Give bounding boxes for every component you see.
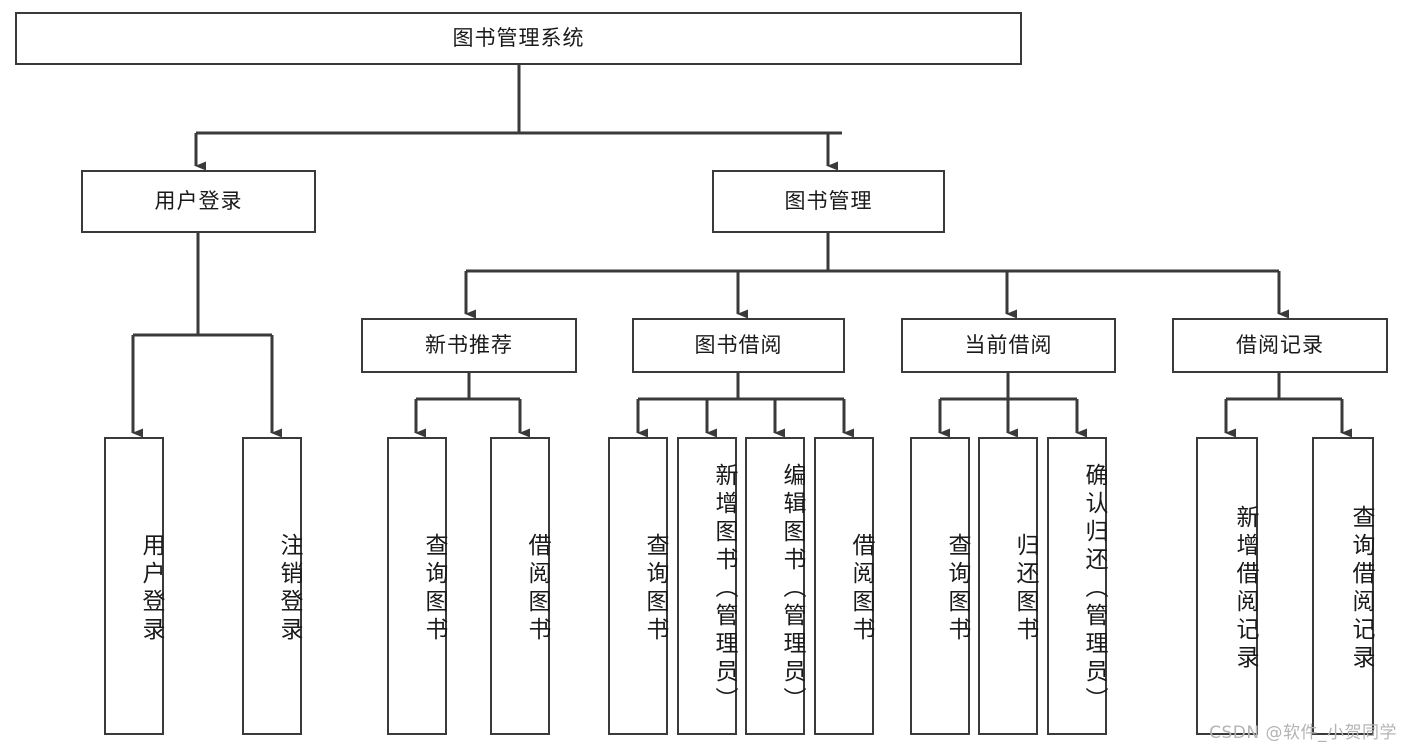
node-leaf-user-login-label: 用户登录 xyxy=(138,533,164,645)
node-leaf-query-book-current[interactable]: 查询图书 xyxy=(910,437,970,735)
node-book-management[interactable]: 图书管理 xyxy=(712,170,945,233)
node-leaf-edit-book-admin[interactable]: 编辑图书（管理员） xyxy=(745,437,805,735)
node-current-borrow[interactable]: 当前借阅 xyxy=(901,318,1116,373)
node-leaf-add-book-admin-label: 新增图书（管理员） xyxy=(711,463,737,715)
node-leaf-query-book-recommend[interactable]: 查询图书 xyxy=(387,437,447,735)
node-leaf-user-login[interactable]: 用户登录 xyxy=(104,437,164,735)
node-leaf-return-book-label: 归还图书 xyxy=(1012,533,1038,645)
node-borrow-record[interactable]: 借阅记录 xyxy=(1172,318,1388,373)
node-leaf-query-book-recommend-label: 查询图书 xyxy=(421,533,447,645)
node-leaf-add-borrow-record[interactable]: 新增借阅记录 xyxy=(1196,437,1258,735)
node-root-system[interactable]: 图书管理系统 xyxy=(15,12,1022,65)
node-new-book-recommend[interactable]: 新书推荐 xyxy=(361,318,577,373)
watermark-text: CSDN @软件_小贺同学 xyxy=(1209,723,1397,743)
node-book-management-label: 图书管理 xyxy=(784,188,873,213)
node-leaf-confirm-return-admin-label: 确认归还（管理员） xyxy=(1081,463,1107,715)
node-leaf-borrow-book-recommend[interactable]: 借阅图书 xyxy=(490,437,550,735)
node-leaf-add-borrow-record-label: 新增借阅记录 xyxy=(1232,505,1258,673)
node-user-login[interactable]: 用户登录 xyxy=(81,170,316,233)
node-leaf-edit-book-admin-label: 编辑图书（管理员） xyxy=(779,463,805,715)
node-leaf-logout-label: 注销登录 xyxy=(276,533,302,645)
node-root-system-label: 图书管理系统 xyxy=(452,25,585,50)
node-leaf-add-book-admin[interactable]: 新增图书（管理员） xyxy=(677,437,737,735)
node-leaf-borrow-book-recommend-label: 借阅图书 xyxy=(524,533,550,645)
node-leaf-query-book-borrow[interactable]: 查询图书 xyxy=(608,437,668,735)
node-leaf-query-borrow-record[interactable]: 查询借阅记录 xyxy=(1312,437,1374,735)
node-book-borrow-label: 图书借阅 xyxy=(694,332,783,357)
node-current-borrow-label: 当前借阅 xyxy=(964,332,1053,357)
node-leaf-query-book-current-label: 查询图书 xyxy=(944,533,970,645)
node-book-borrow[interactable]: 图书借阅 xyxy=(632,318,845,373)
node-leaf-query-book-borrow-label: 查询图书 xyxy=(642,533,668,645)
node-new-book-recommend-label: 新书推荐 xyxy=(425,332,513,357)
node-leaf-borrow-book-label: 借阅图书 xyxy=(848,533,874,645)
node-leaf-return-book[interactable]: 归还图书 xyxy=(978,437,1038,735)
node-leaf-confirm-return-admin[interactable]: 确认归还（管理员） xyxy=(1047,437,1107,735)
node-leaf-query-borrow-record-label: 查询借阅记录 xyxy=(1348,505,1374,673)
node-user-login-label: 用户登录 xyxy=(154,188,243,213)
node-borrow-record-label: 借阅记录 xyxy=(1236,332,1324,357)
node-leaf-borrow-book[interactable]: 借阅图书 xyxy=(814,437,874,735)
node-leaf-logout[interactable]: 注销登录 xyxy=(242,437,302,735)
